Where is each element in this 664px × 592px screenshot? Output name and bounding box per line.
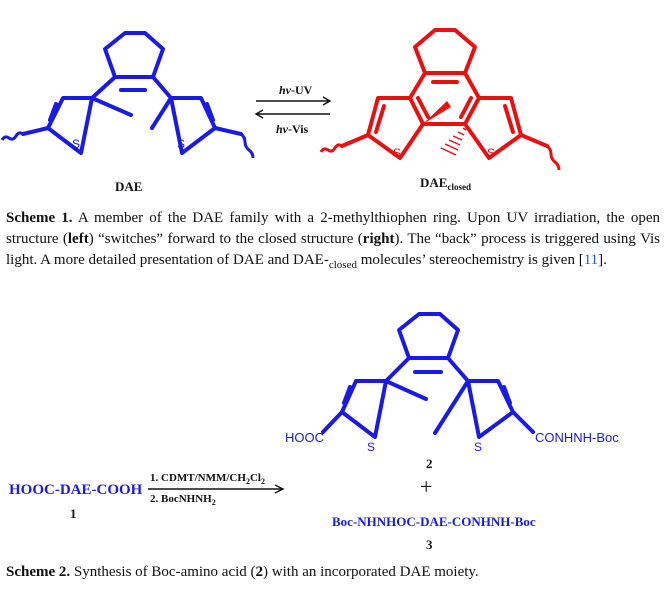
hooc-group-label: HOOC bbox=[285, 430, 324, 445]
reaction-arrow bbox=[148, 484, 285, 494]
sulfur-atom-label: S bbox=[474, 440, 482, 454]
sulfur-atom-label: S bbox=[367, 440, 375, 454]
product-3-label: Boc-NHNHOC-DAE-CONHNH-Boc bbox=[332, 514, 536, 529]
sulfur-atom-label: S bbox=[393, 146, 401, 160]
hashed-bond-icon bbox=[440, 127, 467, 156]
wavy-bond-icon bbox=[240, 132, 255, 159]
wavy-bond-icon bbox=[0, 131, 24, 141]
arrow-top-label: hv-UV bbox=[279, 83, 313, 97]
boc-dae-structure bbox=[321, 312, 535, 439]
scheme-1-caption: Scheme 1. A member of the DAE family wit… bbox=[6, 210, 661, 271]
reagent-step-2: 2. BocNHNH2 bbox=[150, 493, 216, 507]
arrow-bottom-label: hv-Vis bbox=[276, 122, 309, 136]
sulfur-atom-label: S bbox=[487, 146, 495, 160]
reactant-label: HOOC-DAE-COOH bbox=[9, 482, 143, 498]
sulfur-atom-label: S bbox=[177, 137, 185, 151]
reference-link[interactable]: 11 bbox=[583, 252, 599, 268]
equilibrium-arrows bbox=[254, 96, 332, 119]
plus-sign: + bbox=[420, 474, 432, 499]
wavy-bond-icon bbox=[546, 144, 561, 171]
wedge-bond-icon bbox=[423, 101, 451, 124]
reagent-step-1: 1. CDMT/NMM/CH2Cl2 bbox=[150, 472, 265, 486]
caption-label: Scheme 2. bbox=[6, 564, 71, 580]
caption-label: Scheme 1. bbox=[6, 210, 73, 226]
conhnh-boc-group-label: CONHNH-Boc bbox=[535, 430, 619, 445]
dae-label: DAE bbox=[115, 179, 142, 194]
dae-open-structure bbox=[21, 31, 243, 155]
reactant-number: 1 bbox=[70, 506, 77, 521]
scheme-2-caption: Scheme 2. Synthesis of Boc-amino acid (2… bbox=[6, 564, 479, 580]
dae-closed-label: DAEclosed bbox=[420, 175, 471, 192]
product-3-number: 3 bbox=[426, 537, 433, 552]
dae-closed-structure bbox=[340, 28, 549, 160]
wavy-bond-icon bbox=[319, 143, 343, 153]
product-2-number: 2 bbox=[426, 456, 433, 471]
sulfur-atom-label: S bbox=[72, 137, 80, 151]
